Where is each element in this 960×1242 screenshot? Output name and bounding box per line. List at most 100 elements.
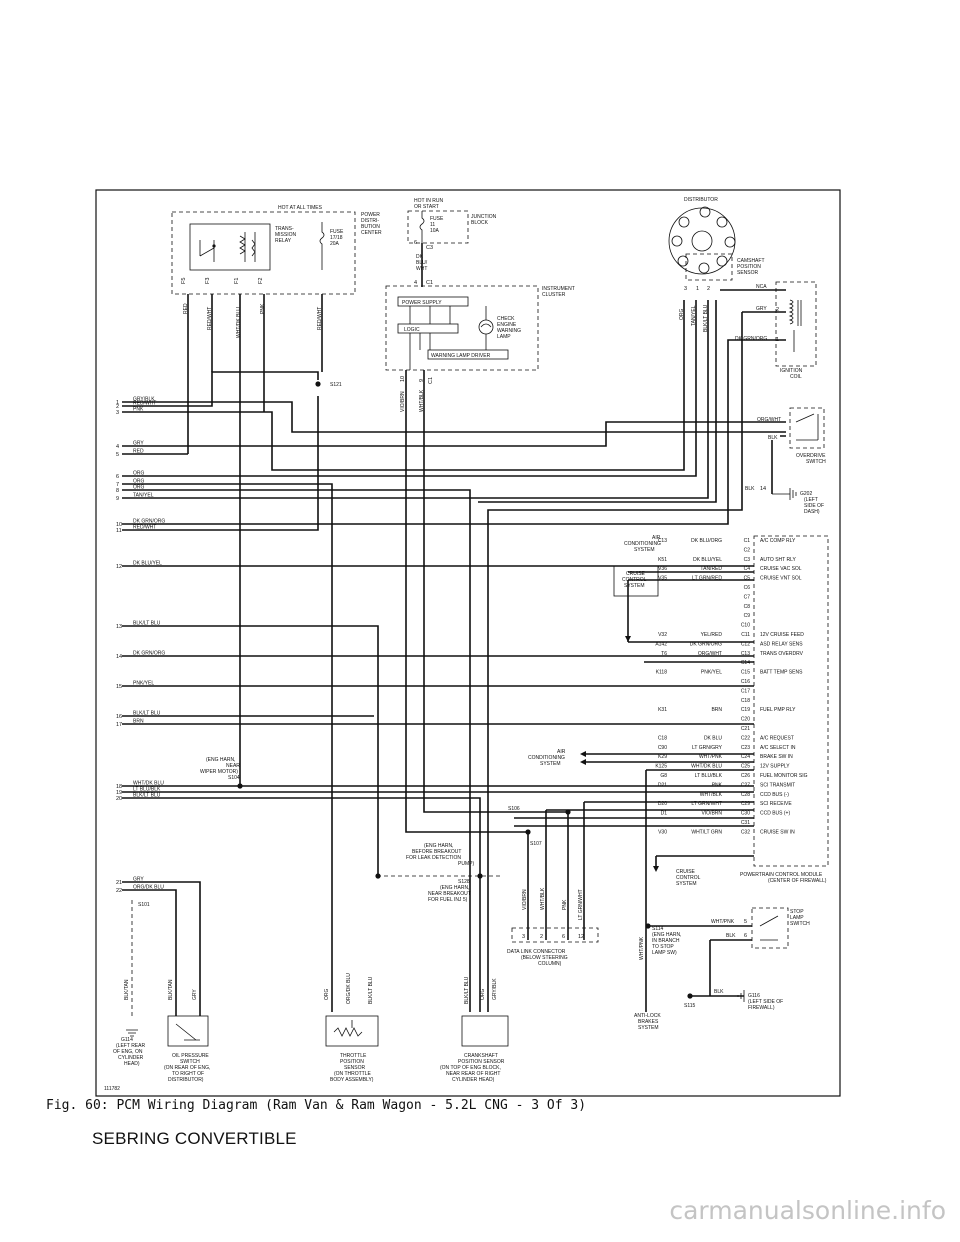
pcm-pin-number: C31 [741, 820, 750, 826]
coil-wire-nca: NCA [756, 284, 767, 290]
pcm-pin-wire-color: WHT/BLK [700, 792, 723, 798]
ckp-wire-org: ORG [480, 989, 486, 1001]
pcm-pin-wire-color: DK BLU [704, 735, 722, 741]
pcm-pin-function: 12V SUPPLY [760, 764, 790, 770]
tps-2: POSITION [340, 1059, 364, 1065]
pcm-pin-wire-color: DK GRN/ORG [690, 641, 722, 647]
pcm-pin-number: C20 [741, 717, 750, 723]
dist-pin-2: 2 [707, 286, 710, 292]
s115-label: S115 [684, 1003, 696, 1009]
art-code: 111782 [104, 1086, 120, 1092]
pdc-wire-redwht: RED/WHT [317, 307, 323, 330]
pcm-title-2: (CENTER OF FIREWALL) [768, 878, 827, 884]
pcm-pin-number: C9 [744, 613, 751, 619]
relay-label-1: TRANS- [275, 226, 294, 232]
cel-label-3: WARNING [497, 328, 521, 334]
cruise-3: SYSTEM [624, 583, 645, 589]
footer-title: SEBRING CONVERTIBLE [92, 1129, 297, 1148]
dist-wire-tanyel: TAN/YEL [691, 305, 697, 326]
cel-label-2: ENGINE [497, 322, 517, 328]
ckp-wire-gryblk: GRY/BLK [492, 978, 498, 1000]
hot-at-all-times-label: HOT AT ALL TIMES [278, 205, 323, 211]
hot-in-run-1: HOT IN RUN [414, 198, 443, 204]
dlc-pin-2: 2 [540, 934, 543, 940]
s114-4: TO STOP [652, 944, 674, 950]
pcm-pin-wire-color: LT BLU/BLK [695, 773, 723, 779]
ic-label-2: CLUSTER [542, 292, 566, 298]
s104-2: NEAR [226, 763, 240, 769]
left-wire-color: DK GRN/ORG [133, 651, 165, 657]
s104-1: (ENG HARN, [206, 757, 235, 763]
pdc-fuse-label-3: 20A [330, 241, 340, 247]
coil-wire-gry: GRY [756, 306, 767, 312]
ground-icon [772, 488, 797, 500]
left-wire-color: BLK/LT BLU [133, 711, 161, 717]
od-label-1: OVERDRIVE [796, 453, 826, 459]
pcm-pin-number: C24 [741, 754, 750, 760]
g116-ground-icon [737, 990, 745, 1002]
left-wire-number: 3 [116, 410, 119, 416]
dist-wire-blkltblu: BLK/LT BLU [703, 304, 709, 332]
pcm-pin-wire-color: LT GRN/GRY [692, 745, 723, 751]
pcm-block: POWERTRAIN CONTROL MODULE (CENTER OF FIR… [655, 535, 829, 884]
cel-label-4: LAMP [497, 334, 511, 340]
s106-note-4: PUMP) [458, 861, 474, 867]
coil-label-2: COIL [790, 374, 802, 380]
pcm-pin-function: CCD BUS (+) [760, 811, 790, 817]
pcm-pin-function: A/C SELECT IN [760, 745, 796, 751]
g116-3: FIREWALL) [748, 1005, 775, 1011]
pcm-pin-circuit: C13 [658, 538, 667, 544]
abs-2: BRAKES [638, 1019, 659, 1025]
s114-2: (ENG HARN, [652, 932, 681, 938]
pcm-pin-wire-color: ORG/WHT [698, 651, 722, 657]
left-wire-number: 6 [116, 474, 119, 480]
g114-ground-icon [126, 1029, 138, 1037]
od-label-2: SWITCH [806, 459, 826, 465]
oil-5: DISTRIBUTOR) [168, 1077, 204, 1083]
dlc-2: (BELOW STEERING [521, 955, 568, 961]
pcm-pin-function: BRAKE SW IN [760, 754, 793, 760]
jb-pin-6: 6 [414, 240, 417, 246]
g202-label-4: DASH) [804, 509, 820, 515]
jb-conn-c3: C3 [426, 245, 433, 251]
figure-caption: Fig. 60: PCM Wiring Diagram (Ram Van & R… [46, 1098, 587, 1113]
pcm-pin-number: C8 [744, 604, 751, 610]
ac-top-2: CONDITIONING [624, 541, 661, 547]
jb-fuse-3: 10A [430, 228, 440, 234]
hot-in-run-2: OR START [414, 204, 439, 210]
ckp-sensor-icon [461, 1015, 509, 1047]
left-wire-list: 1GRY/BLK2RED/WHT3PNK4GRY5RED6ORG7ORG8ORG… [116, 397, 165, 895]
pcm-pin-wire-color: WHT/LT GRN [691, 829, 722, 835]
dlc-1: DATA LINK CONNECTOR [507, 949, 566, 955]
stop-wire-blk: BLK [726, 933, 736, 939]
pcm-pin-function: CCD BUS (-) [760, 792, 789, 798]
left-wire-number: 15 [116, 684, 122, 690]
ac-top-3: SYSTEM [634, 547, 655, 553]
cmp-label-1: CAMSHAFT [737, 258, 765, 264]
pcm-pin-number: C3 [744, 557, 751, 563]
overdrive-switch: ORG/WHT BLK OVERDRIVE SWITCH [757, 407, 826, 465]
pcm-pin-function: ASD RELAY SENS [760, 641, 803, 647]
ckp-3: (ON TOP OF ENG BLOCK, [440, 1065, 501, 1071]
pcm-pin-wire-color: WHT/PNK [699, 754, 723, 760]
pcm-pin-number: C29 [741, 801, 750, 807]
cruise-bottom-1: CRUISE [676, 869, 696, 875]
pcm-pin-number: C28 [741, 792, 750, 798]
stop-switch-icon [759, 915, 779, 941]
g202-label-1: G202 [800, 491, 812, 497]
pcm-pin-number: C15 [741, 670, 750, 676]
pcm-pin-number: C26 [741, 773, 750, 779]
stop-2: LAMP [790, 915, 804, 921]
relay-wire-redwht: RED/WHT [207, 307, 213, 330]
cruise-bottom-2: CONTROL [676, 875, 701, 881]
dlc-3: COLUMN) [538, 961, 562, 967]
stop-pin-5: 5 [744, 919, 747, 925]
ckp-5: CYLINDER HEAD) [452, 1077, 495, 1083]
pcm-pin-circuit: K118 [656, 670, 668, 676]
pcm-pin-function: TRANS OVERDRV [760, 651, 804, 657]
g202-pin: 14 [760, 486, 766, 492]
cruise-1: CRUISE [626, 571, 646, 577]
pcm-pin-circuit: V35 [658, 576, 667, 582]
